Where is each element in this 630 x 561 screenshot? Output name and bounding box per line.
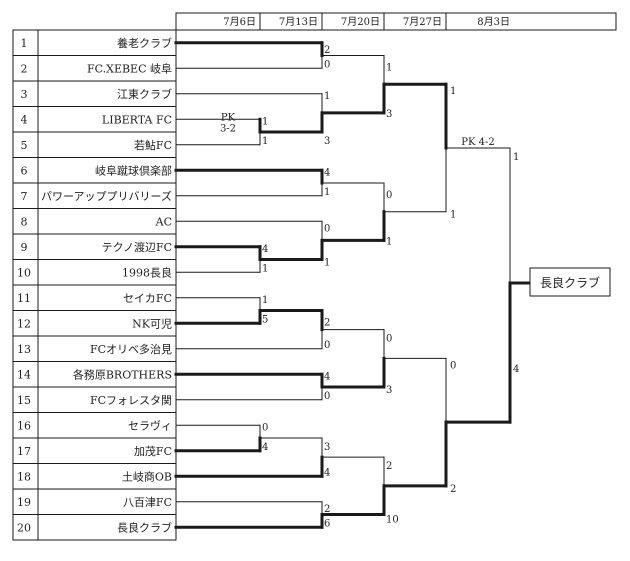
team-seed-number: 15 (17, 394, 31, 407)
match-score: 2 (386, 461, 392, 472)
champion-box (529, 267, 611, 297)
match-score: 3 (386, 109, 392, 120)
match-score: 4 (324, 467, 330, 478)
date-label: 7月27日 (403, 16, 442, 28)
team-name: 八百津FC (123, 496, 172, 509)
match-score: 3 (386, 385, 392, 396)
match-score: 6 (324, 518, 330, 529)
pk-note: PK 4-2 (461, 137, 494, 148)
team-seed-number: 18 (17, 470, 31, 483)
team-seed-number: 19 (17, 496, 31, 509)
match-score: 10 (386, 515, 399, 526)
pk-note: PK (221, 112, 236, 123)
match-score: 3 (324, 136, 330, 147)
team-name: 1998長良 (122, 265, 172, 279)
match-score: 5 (262, 314, 268, 325)
match-score: 1 (262, 263, 268, 274)
team-name: パワーアッププリバリーズ (41, 189, 172, 203)
team-seed-number: 20 (17, 521, 31, 534)
team-seed-number: 14 (17, 368, 31, 381)
match-score: 4 (262, 442, 268, 453)
match-score: 1 (262, 116, 268, 127)
date-label: 8月3日 (477, 16, 510, 28)
team-seed-number: 16 (17, 419, 31, 432)
match-score: 1 (450, 86, 456, 97)
match-score: 3 (324, 442, 330, 453)
team-name: セイカFC (123, 292, 172, 305)
team-name: 加茂FC (134, 444, 172, 458)
match-score: 1 (324, 91, 330, 102)
match-score: 1 (262, 295, 268, 306)
team-seed-number: 5 (21, 139, 28, 152)
team-name: LIBERTA FC (102, 113, 172, 126)
match-score: 0 (386, 190, 392, 201)
team-seed-number: 6 (21, 164, 28, 177)
team-name: FCフォレスタ関 (90, 394, 172, 407)
team-seed-number: 7 (21, 190, 28, 203)
match-score: 2 (324, 45, 330, 56)
match-score: 0 (324, 340, 330, 351)
match-score: 4 (324, 167, 330, 178)
match-score: 0 (324, 59, 330, 70)
team-name: 土岐商OB (122, 469, 172, 483)
match-score: 1 (324, 187, 330, 198)
match-score: 0 (386, 334, 392, 345)
match-score: 0 (262, 422, 268, 433)
match-score: 1 (262, 136, 268, 147)
team-name: 江東クラブ (117, 87, 172, 101)
match-score: 2 (324, 504, 330, 515)
team-name: FCオリベ多治見 (90, 342, 172, 356)
match-score: 1 (324, 258, 330, 269)
date-header-frame (175, 12, 617, 31)
match-score: 0 (324, 391, 330, 402)
match-score: 0 (450, 360, 456, 371)
team-seed-number: 1 (21, 37, 28, 50)
date-label: 7月13日 (279, 16, 318, 28)
team-seed-number: 13 (17, 343, 31, 356)
team-seed-number: 11 (17, 292, 31, 305)
pk-note: 3-2 (220, 123, 236, 134)
team-name: 若鮎FC (134, 138, 172, 152)
match-score: 4 (324, 371, 330, 382)
team-seed-number: 8 (21, 215, 28, 228)
champion-name: 長良クラブ (540, 275, 600, 290)
team-seed-number: 3 (21, 88, 28, 101)
team-name: 岐阜蹴球倶楽部 (95, 163, 172, 177)
team-seed-number: 2 (21, 62, 28, 75)
team-name: 養老クラブ (117, 36, 172, 50)
date-label: 7月6日 (223, 16, 256, 28)
match-score: 2 (450, 484, 456, 495)
match-score: 4 (513, 364, 519, 375)
team-name: テクノ渡辺FC (102, 240, 172, 254)
team-name: AC (155, 215, 172, 228)
date-label: 7月20日 (341, 16, 380, 28)
team-name: セラヴィ (128, 418, 172, 432)
team-seed-number: 17 (17, 445, 31, 458)
match-score: 1 (513, 152, 519, 163)
match-score: 4 (262, 244, 268, 255)
match-score: 1 (386, 63, 392, 74)
team-name: 各務原BROTHERS (73, 367, 172, 381)
team-seed-number: 10 (17, 266, 31, 279)
team-name: 長良クラブ (117, 520, 172, 534)
match-score: 1 (450, 210, 456, 221)
team-name: NK可児 (132, 317, 172, 330)
match-score: 1 (386, 236, 392, 247)
team-seed-number: 9 (21, 241, 28, 254)
match-score: 0 (324, 223, 330, 234)
match-score: 2 (324, 318, 330, 329)
team-name: FC.XEBEC 岐阜 (87, 62, 172, 75)
team-seed-number: 4 (21, 113, 28, 126)
team-seed-number: 12 (17, 317, 31, 330)
